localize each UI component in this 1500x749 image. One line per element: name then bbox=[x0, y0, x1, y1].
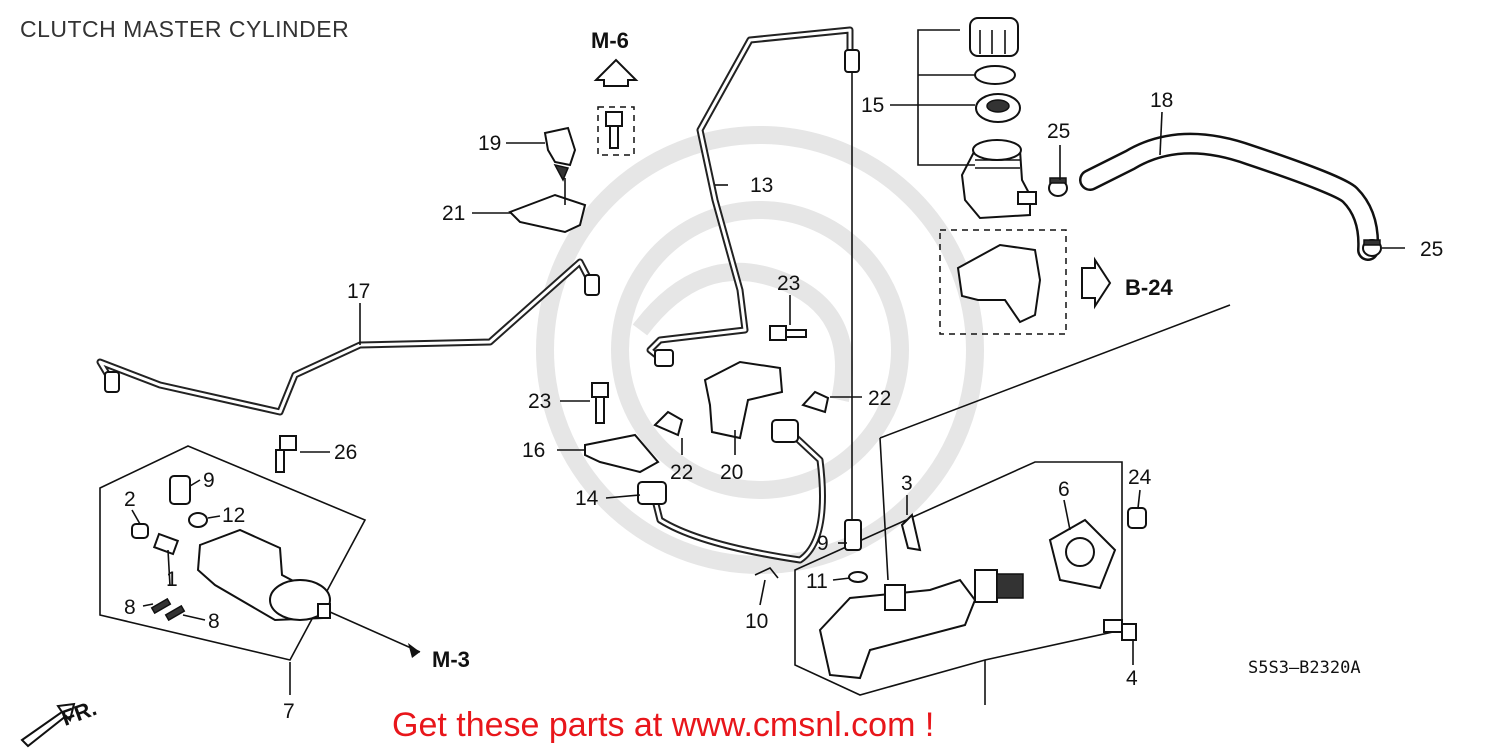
clutch-pipe-17 bbox=[96, 258, 596, 416]
bleeder-1 bbox=[152, 532, 180, 556]
callout-19: 19 bbox=[478, 132, 501, 155]
callout-10: 10 bbox=[745, 610, 768, 633]
reservoir-hose-18 bbox=[1079, 132, 1380, 261]
page-title: CLUTCH MASTER CYLINDER bbox=[20, 16, 350, 42]
callout-22a: 22 bbox=[670, 461, 693, 484]
callout-21: 21 bbox=[442, 202, 465, 225]
clip-19 bbox=[543, 126, 577, 182]
promo-banner[interactable]: Get these parts at www.cmsnl.com ! bbox=[392, 706, 934, 744]
ref-m6: M-6 bbox=[591, 28, 629, 53]
clutch-pipe-13 bbox=[646, 26, 854, 362]
reservoir-diaphragm bbox=[975, 93, 1021, 123]
callout-25b: 25 bbox=[1420, 238, 1443, 261]
reservoir-cap bbox=[969, 17, 1019, 57]
master-reservoir-link bbox=[879, 304, 1231, 581]
callout-25a: 25 bbox=[1047, 120, 1070, 143]
diagram-code: S5S3—B2320A bbox=[1248, 658, 1361, 678]
callout-8a: 8 bbox=[124, 596, 136, 619]
callout-12: 12 bbox=[222, 504, 245, 527]
nut-24 bbox=[1127, 507, 1147, 529]
leader-lines bbox=[131, 111, 1405, 665]
clip-22a bbox=[653, 410, 684, 437]
callout-23a: 23 bbox=[528, 390, 551, 413]
ref-m3: M-3 bbox=[432, 647, 470, 672]
pipe-13-flare-nut bbox=[654, 349, 674, 367]
reservoir-diaphragm-plate bbox=[974, 65, 1016, 85]
callout-23b: 23 bbox=[777, 272, 800, 295]
callout-3: 3 bbox=[901, 472, 913, 495]
clip-22b bbox=[801, 390, 830, 414]
callout-13: 13 bbox=[750, 174, 773, 197]
m6-ref-arrow bbox=[593, 58, 639, 87]
pins-8 bbox=[150, 597, 186, 622]
bolt-23b bbox=[769, 325, 807, 341]
bolt-m6 bbox=[597, 106, 635, 156]
hose-clamp-25a bbox=[1048, 177, 1068, 197]
bolt-23a bbox=[591, 382, 609, 424]
gasket-6 bbox=[1048, 518, 1117, 590]
callout-9b: 9 bbox=[817, 532, 829, 555]
cap-2 bbox=[131, 523, 149, 539]
callout-22b: 22 bbox=[868, 387, 891, 410]
callout-4: 4 bbox=[1126, 667, 1138, 690]
callout-9a: 9 bbox=[203, 469, 215, 492]
callout-1: 1 bbox=[166, 568, 178, 591]
callout-11: 11 bbox=[806, 570, 828, 593]
callout-17: 17 bbox=[347, 280, 370, 303]
callout-26: 26 bbox=[334, 441, 357, 464]
slave-cylinder bbox=[196, 528, 331, 622]
nut-9b bbox=[844, 519, 862, 551]
pipe-17-flare-nut bbox=[104, 371, 120, 393]
callout-24: 24 bbox=[1128, 466, 1152, 489]
ref-fr: FR. bbox=[58, 695, 100, 731]
m3-arrow-head bbox=[408, 643, 420, 658]
pipe-13-end-nut bbox=[844, 49, 860, 73]
washer-11 bbox=[848, 571, 868, 583]
callout-6: 6 bbox=[1058, 478, 1070, 501]
callout-18: 18 bbox=[1150, 89, 1173, 112]
bracket-20 bbox=[703, 360, 784, 440]
callout-14: 14 bbox=[575, 487, 599, 510]
pipe-17-end-nut bbox=[584, 274, 600, 296]
hose-clamp-25b bbox=[1362, 239, 1382, 257]
callout-8b: 8 bbox=[208, 610, 220, 633]
clip-3 bbox=[900, 513, 922, 552]
callout-15: 15 bbox=[861, 94, 884, 117]
reservoir-mount-box bbox=[939, 229, 1067, 335]
callout-2: 2 bbox=[124, 488, 136, 511]
reservoir-tank bbox=[960, 139, 1037, 220]
bracket-21 bbox=[508, 193, 587, 234]
reservoir-bracket-lines bbox=[917, 29, 975, 166]
m3-arrow-line bbox=[329, 611, 421, 653]
watermark-logo bbox=[536, 126, 984, 574]
master-cylinder bbox=[818, 569, 1024, 680]
master-cylinder-box bbox=[794, 461, 1123, 696]
clutch-hose-14 bbox=[651, 428, 826, 564]
ref-b24: B-24 bbox=[1125, 275, 1173, 300]
callout-7: 7 bbox=[283, 700, 295, 723]
slave-cylinder-box bbox=[99, 445, 367, 661]
hose-fitting-14 bbox=[637, 419, 799, 505]
front-direction-arrow bbox=[20, 702, 76, 748]
washer-12 bbox=[188, 512, 208, 528]
bracket-16 bbox=[584, 433, 660, 474]
b24-ref-arrow bbox=[1081, 256, 1112, 310]
nut-9a bbox=[169, 475, 191, 505]
bolt-4 bbox=[1103, 619, 1137, 641]
callout-16: 16 bbox=[522, 439, 545, 462]
callout-20: 20 bbox=[720, 461, 743, 484]
clip-10 bbox=[754, 567, 779, 579]
reservoir-mount-bracket bbox=[956, 243, 1042, 324]
bolt-26 bbox=[275, 435, 297, 473]
